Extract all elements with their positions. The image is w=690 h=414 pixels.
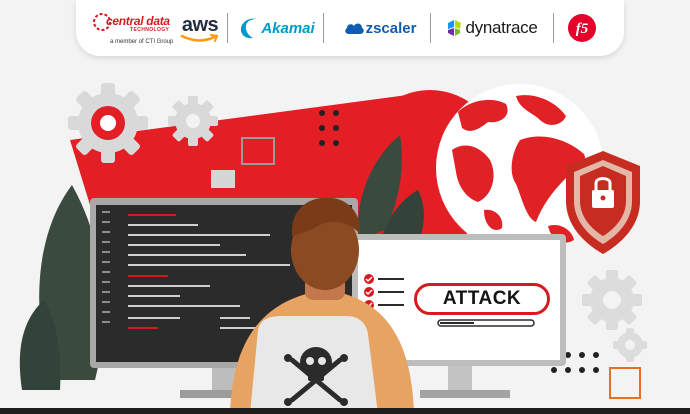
aws-wordmark: aws xyxy=(181,14,219,36)
aws-smile-icon xyxy=(180,34,219,42)
attack-banner: ATTACK xyxy=(414,283,550,315)
leaf-behind-monitor xyxy=(357,135,402,240)
zscaler-logo: zscaler xyxy=(332,0,428,56)
aws-logo: aws xyxy=(172,0,228,56)
logo-separator xyxy=(323,13,324,43)
globe-icon xyxy=(436,84,604,252)
zscaler-wordmark: zscaler xyxy=(365,19,417,37)
dots-grid-top xyxy=(319,110,339,146)
f5-wordmark: f5 xyxy=(576,21,589,37)
central-data-name: central data xyxy=(106,14,170,28)
logo-separator xyxy=(227,13,228,43)
attack-label: ATTACK xyxy=(442,288,522,309)
central-data-mark-icon xyxy=(93,13,111,31)
floor-line xyxy=(0,408,690,414)
logo-separator xyxy=(430,13,431,43)
central-data-tagline: a member of CTI Group xyxy=(110,39,174,45)
akamai-logo: Akamai xyxy=(239,0,315,56)
deco-square-filled xyxy=(211,170,235,188)
checklist xyxy=(364,274,404,310)
akamai-swoosh-icon xyxy=(241,18,258,39)
central-data-sub: TECHNOLOGY xyxy=(130,27,170,33)
leaf-right-of-globe xyxy=(380,190,424,245)
leaf-small-left xyxy=(19,300,61,390)
f5-badge-icon: f5 xyxy=(568,14,596,42)
partner-logo-bar: central data TECHNOLOGY a member of CTI … xyxy=(76,0,624,56)
dynatrace-logo: dynatrace xyxy=(436,0,546,56)
attack-progress-bar xyxy=(437,319,535,327)
zscaler-cloud-icon xyxy=(344,23,364,34)
central-data-logo: central data TECHNOLOGY a member of CTI … xyxy=(86,0,186,56)
dynatrace-mark-icon xyxy=(447,20,461,36)
skull-crossbones-icon xyxy=(284,347,348,406)
dynatrace-wordmark: dynatrace xyxy=(465,18,538,37)
akamai-wordmark: Akamai xyxy=(261,19,315,37)
logo-separator xyxy=(553,13,554,43)
code-lines xyxy=(102,211,290,329)
shield-lock-icon xyxy=(566,151,640,254)
deco-square-outline xyxy=(241,137,275,165)
deco-square-right xyxy=(609,367,641,399)
f5-logo: f5 xyxy=(558,0,606,56)
